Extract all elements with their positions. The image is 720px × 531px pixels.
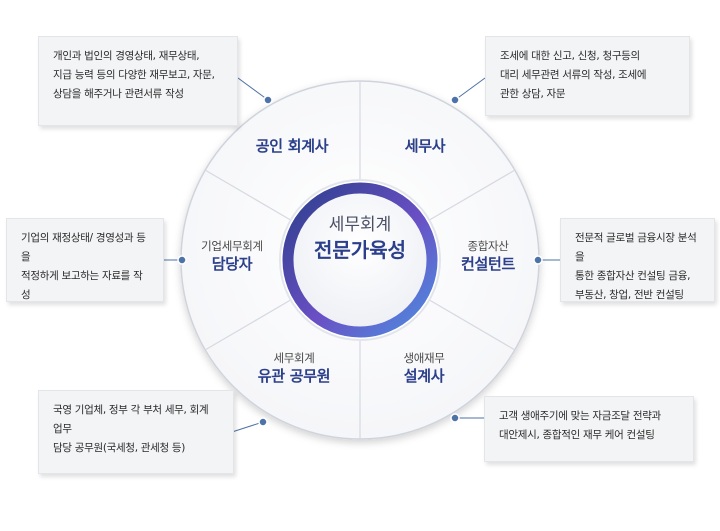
center-title: 세무회계 전문가육성 — [275, 213, 445, 263]
segment-cpa-label: 공인 회계사 — [255, 137, 329, 155]
segment-corporate-manager: 기업세무회계 담당자 — [167, 238, 297, 274]
segment-cpa: 공인 회계사 — [227, 136, 357, 156]
segment-corporate-manager-label: 담당자 — [211, 255, 253, 273]
description-civil-servant: 국영 기업체, 정부 각 부처 세무, 회계 업무 담당 공무원(국세청, 관세… — [38, 390, 234, 474]
segment-civil-servant-sub: 세무회계 — [273, 351, 315, 365]
description-financial-planner: 고객 생애주기에 맞는 자금조달 전략과 대안제시, 종합적인 재무 케어 컨설… — [484, 396, 694, 462]
gradient-ring — [282, 182, 438, 338]
segment-dividers — [204, 81, 516, 439]
center-line-1: 세무회계 — [328, 215, 392, 235]
segment-civil-servant: 세무회계 유관 공무원 — [229, 350, 359, 386]
description-tax-accountant: 조세에 대한 신고, 신청, 청구등의 대리 세무관련 서류의 작성, 조세에 … — [485, 36, 690, 116]
segment-tax-accountant: 세무사 — [360, 136, 490, 156]
description-cpa: 개인과 법인의 경영상태, 재무상태, 지급 능력 등의 다양한 재무보고, 자… — [38, 36, 238, 126]
segment-asset-consultant-label: 컨설턴트 — [460, 255, 515, 273]
segment-financial-planner-sub: 생애재무 — [403, 351, 445, 365]
connector-1 — [237, 77, 269, 101]
segment-financial-planner: 생애재무 설계사 — [359, 350, 489, 386]
description-corporate-manager: 기업의 재정상태/ 경영성과 등을 적정하게 보고하는 자료를 작성 — [6, 218, 164, 302]
segment-corporate-manager-sub: 기업세무회계 — [201, 239, 263, 253]
segment-asset-consultant-sub: 종합자산 — [467, 239, 509, 253]
segment-asset-consultant: 종합자산 컨설턴트 — [423, 238, 553, 274]
connector-2 — [454, 77, 486, 101]
center-line-2: 전문가육성 — [314, 238, 406, 262]
connector-dots — [177, 95, 543, 427]
segment-civil-servant-label: 유관 공무원 — [257, 367, 331, 385]
connector-5 — [231, 421, 264, 433]
segment-tax-accountant-label: 세무사 — [404, 137, 446, 155]
segment-financial-planner-label: 설계사 — [403, 367, 445, 385]
description-asset-consultant: 전문적 글로벌 금융시장 분석을 통한 종합자산 컨설팅 금융, 부동산, 창업… — [560, 218, 715, 302]
